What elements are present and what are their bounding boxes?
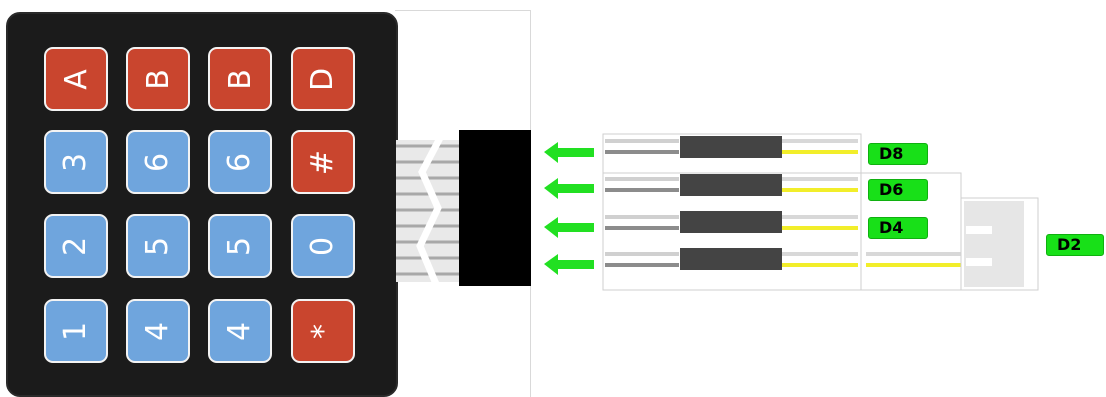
keypad-key[interactable]: 3	[44, 130, 108, 194]
signal-arrows	[544, 142, 594, 275]
header-connector	[960, 197, 1039, 291]
arrow-icon	[544, 217, 594, 238]
cable-connector	[459, 130, 531, 286]
arrow-icon	[544, 254, 594, 275]
pin-label-d4: D4	[868, 217, 928, 239]
keypad-key[interactable]: #	[291, 130, 355, 194]
arrow-icon	[544, 178, 594, 199]
pin-label-d2: D2	[1046, 234, 1104, 256]
keypad-key[interactable]: 2	[44, 214, 108, 278]
arrow-icon	[544, 142, 594, 163]
panel-top-border	[395, 10, 531, 11]
keypad-key[interactable]: 5	[208, 214, 272, 278]
keypad-key[interactable]: 1	[44, 299, 108, 363]
keypad-key[interactable]: 0	[291, 214, 355, 278]
keypad-key[interactable]: D	[291, 47, 355, 111]
ribbon-cable	[396, 136, 462, 286]
pin-label-d8: D8	[868, 143, 928, 165]
pin-label-d6: D6	[868, 179, 928, 201]
keypad-key[interactable]: 6	[208, 130, 272, 194]
keypad-key[interactable]: A	[44, 47, 108, 111]
keypad-key[interactable]: B	[208, 47, 272, 111]
keypad-key[interactable]: B	[126, 47, 190, 111]
keypad-key[interactable]: 4	[208, 299, 272, 363]
keypad-key[interactable]: *	[291, 299, 355, 363]
keypad-key[interactable]: 6	[126, 130, 190, 194]
keypad-key[interactable]: 5	[126, 214, 190, 278]
keypad-key[interactable]: 4	[126, 299, 190, 363]
